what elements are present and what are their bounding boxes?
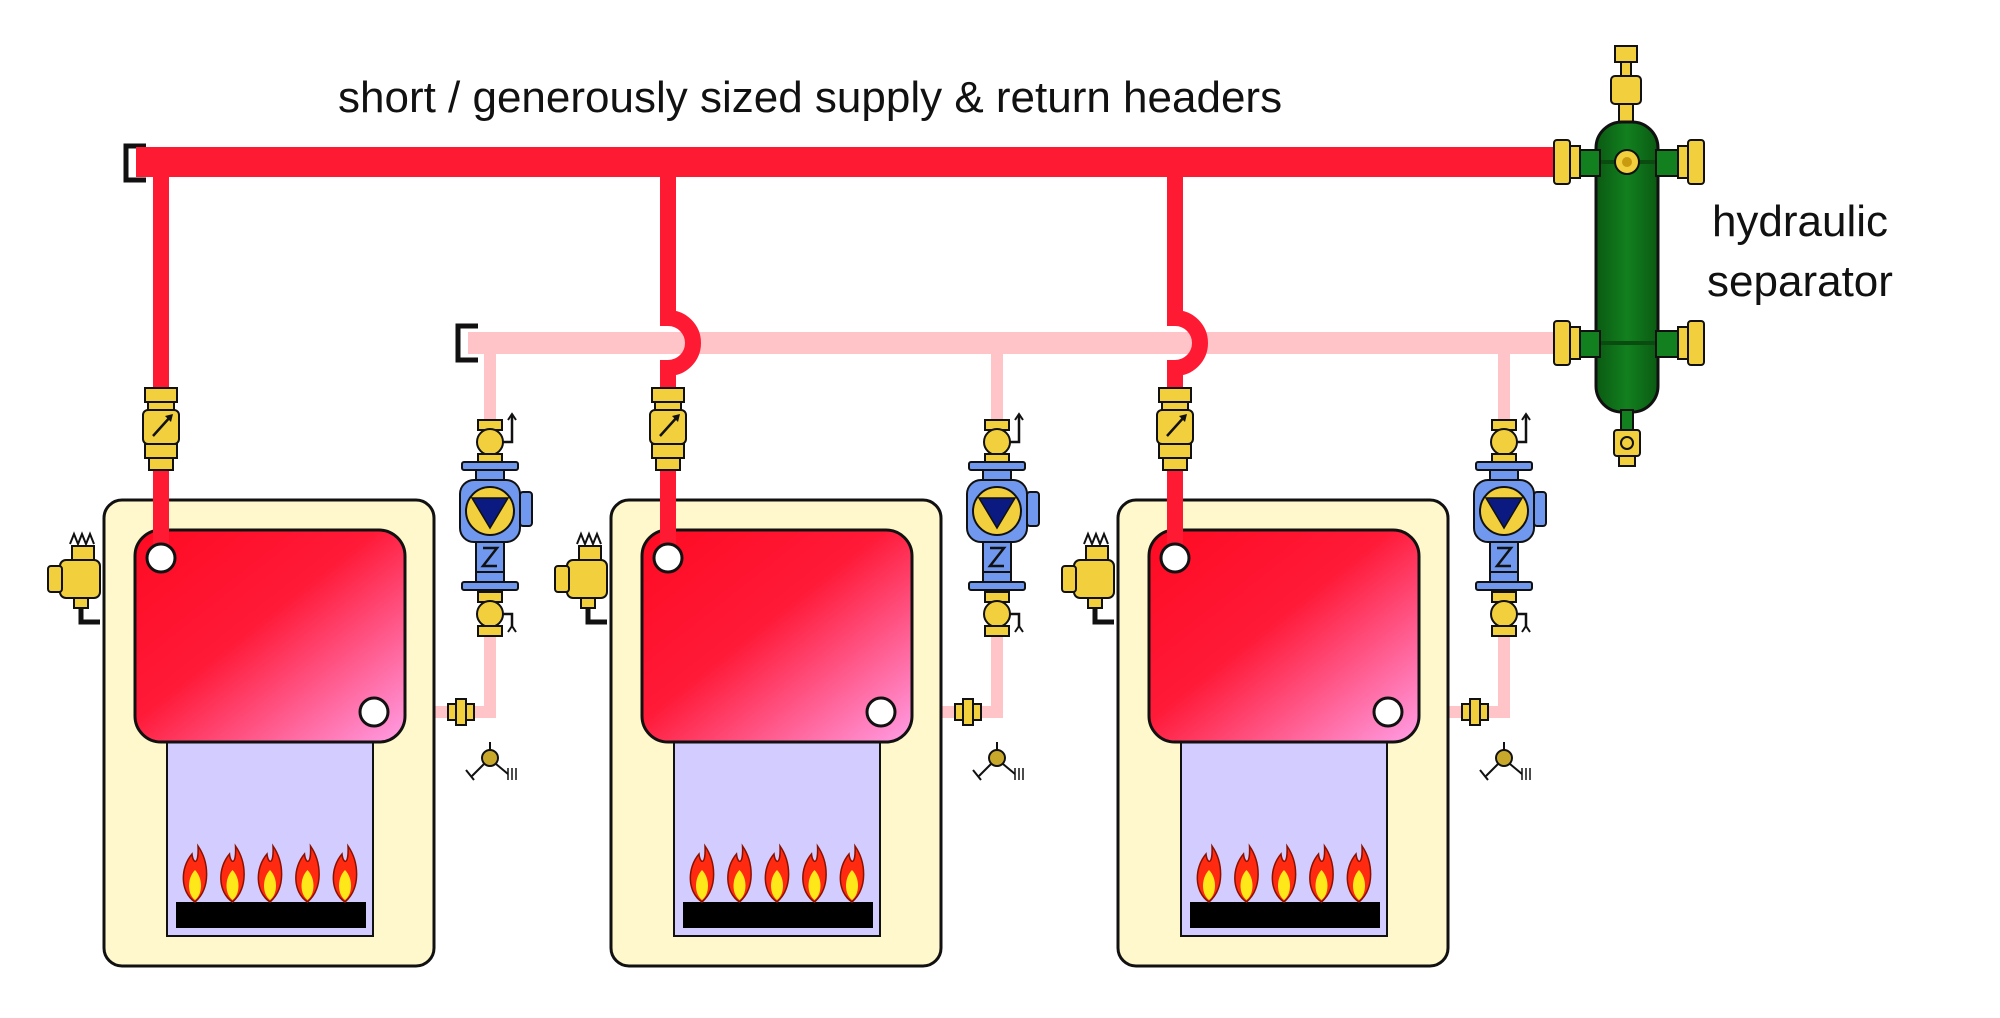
separator-supply-union-left bbox=[1553, 139, 1581, 185]
boiler-1-check-valve-icon bbox=[142, 387, 180, 471]
boiler-2-flame-icon-5 bbox=[839, 843, 865, 903]
boiler-2-union bbox=[954, 698, 982, 726]
boiler-1-flame-icon-4 bbox=[295, 843, 320, 903]
boiler-3-flame-icon-4 bbox=[1309, 843, 1334, 903]
boiler-3-burner bbox=[1190, 902, 1380, 928]
boiler-2-return-port bbox=[865, 696, 897, 728]
boiler-1-burner bbox=[176, 902, 366, 928]
boiler-2-flame-icon-3 bbox=[764, 843, 790, 903]
boiler-3-flame-icon-5 bbox=[1346, 843, 1372, 903]
boiler-3-circulator-pump-icon bbox=[1473, 461, 1547, 591]
boiler-2-supply-port bbox=[652, 542, 684, 574]
boiler-1-drain-valve-icon bbox=[465, 742, 517, 781]
boiler-1-flame-icon-1 bbox=[182, 843, 208, 903]
boiler-3-relief-valve-icon bbox=[1061, 531, 1115, 625]
boiler-1-circulator-pump-icon bbox=[459, 461, 533, 591]
boiler-1-relief-valve-icon bbox=[47, 531, 101, 625]
hydraulic-separator bbox=[1553, 45, 1705, 467]
boiler-2-relief-valve-icon bbox=[554, 531, 608, 625]
boiler-3-drain-valve-icon bbox=[1479, 742, 1531, 781]
air-vent-icon bbox=[1610, 45, 1642, 125]
boiler-3-heat-exchanger bbox=[1147, 528, 1421, 744]
boiler-2-burner bbox=[683, 902, 873, 928]
boiler-3 bbox=[1061, 162, 1547, 968]
separator-label-line2: separator bbox=[1707, 257, 1893, 306]
boiler-3-union bbox=[1461, 698, 1489, 726]
boiler-1-isolation-valve-top bbox=[476, 412, 517, 465]
boiler-2-circulator-pump-icon bbox=[966, 461, 1040, 591]
boiler-3-supply-port bbox=[1159, 542, 1191, 574]
boiler-3-check-valve-icon bbox=[1156, 387, 1194, 471]
separator-drain-icon bbox=[1613, 409, 1641, 467]
boiler-1-return-port bbox=[358, 696, 390, 728]
boiler-1-flame-icon-5 bbox=[332, 843, 358, 903]
separator-return-union-left bbox=[1553, 320, 1581, 366]
boiler-3-flame-icon-3 bbox=[1271, 843, 1297, 903]
boiler-2-isolation-valve-top bbox=[983, 412, 1024, 465]
boiler-3-return-port bbox=[1372, 696, 1404, 728]
supply-header-cap bbox=[123, 143, 146, 183]
boiler-3-flame-icon-1 bbox=[1196, 843, 1222, 903]
boiler-2-check-valve-icon bbox=[649, 387, 687, 471]
boiler-1-heat-exchanger bbox=[133, 528, 407, 744]
boiler-2-flame-icon-2 bbox=[727, 843, 752, 903]
headers-label: short / generously sized supply & return… bbox=[338, 73, 1283, 122]
boiler-1-flame-icon-2 bbox=[220, 843, 245, 903]
separator-return-union-right bbox=[1677, 320, 1705, 366]
boiler-2-supply-riser bbox=[660, 162, 701, 558]
boiler-2-flame-icon-1 bbox=[689, 843, 715, 903]
boiler-2 bbox=[554, 162, 1040, 968]
separator-label-line1: hydraulic bbox=[1711, 197, 1889, 246]
boiler-1-supply-port bbox=[145, 542, 177, 574]
boiler-1-union bbox=[447, 698, 475, 726]
boiler-2-drain-valve-icon bbox=[972, 742, 1024, 781]
boiler-1-isolation-valve-bottom bbox=[476, 591, 517, 637]
boiler-3-flame-icon-2 bbox=[1234, 843, 1259, 903]
boiler-2-flame-icon-4 bbox=[802, 843, 827, 903]
boiler-2-heat-exchanger bbox=[640, 528, 914, 744]
boiler-1 bbox=[47, 162, 533, 968]
separator-supply-union-right bbox=[1677, 139, 1705, 185]
boiler-1-flame-icon-3 bbox=[257, 843, 283, 903]
boiler-3-isolation-valve-top bbox=[1490, 412, 1531, 465]
boiler-3-supply-riser bbox=[1167, 162, 1208, 558]
boiler-2-isolation-valve-bottom bbox=[983, 591, 1024, 637]
return-header-cap bbox=[455, 323, 478, 363]
boiler-3-isolation-valve-bottom bbox=[1490, 591, 1531, 637]
